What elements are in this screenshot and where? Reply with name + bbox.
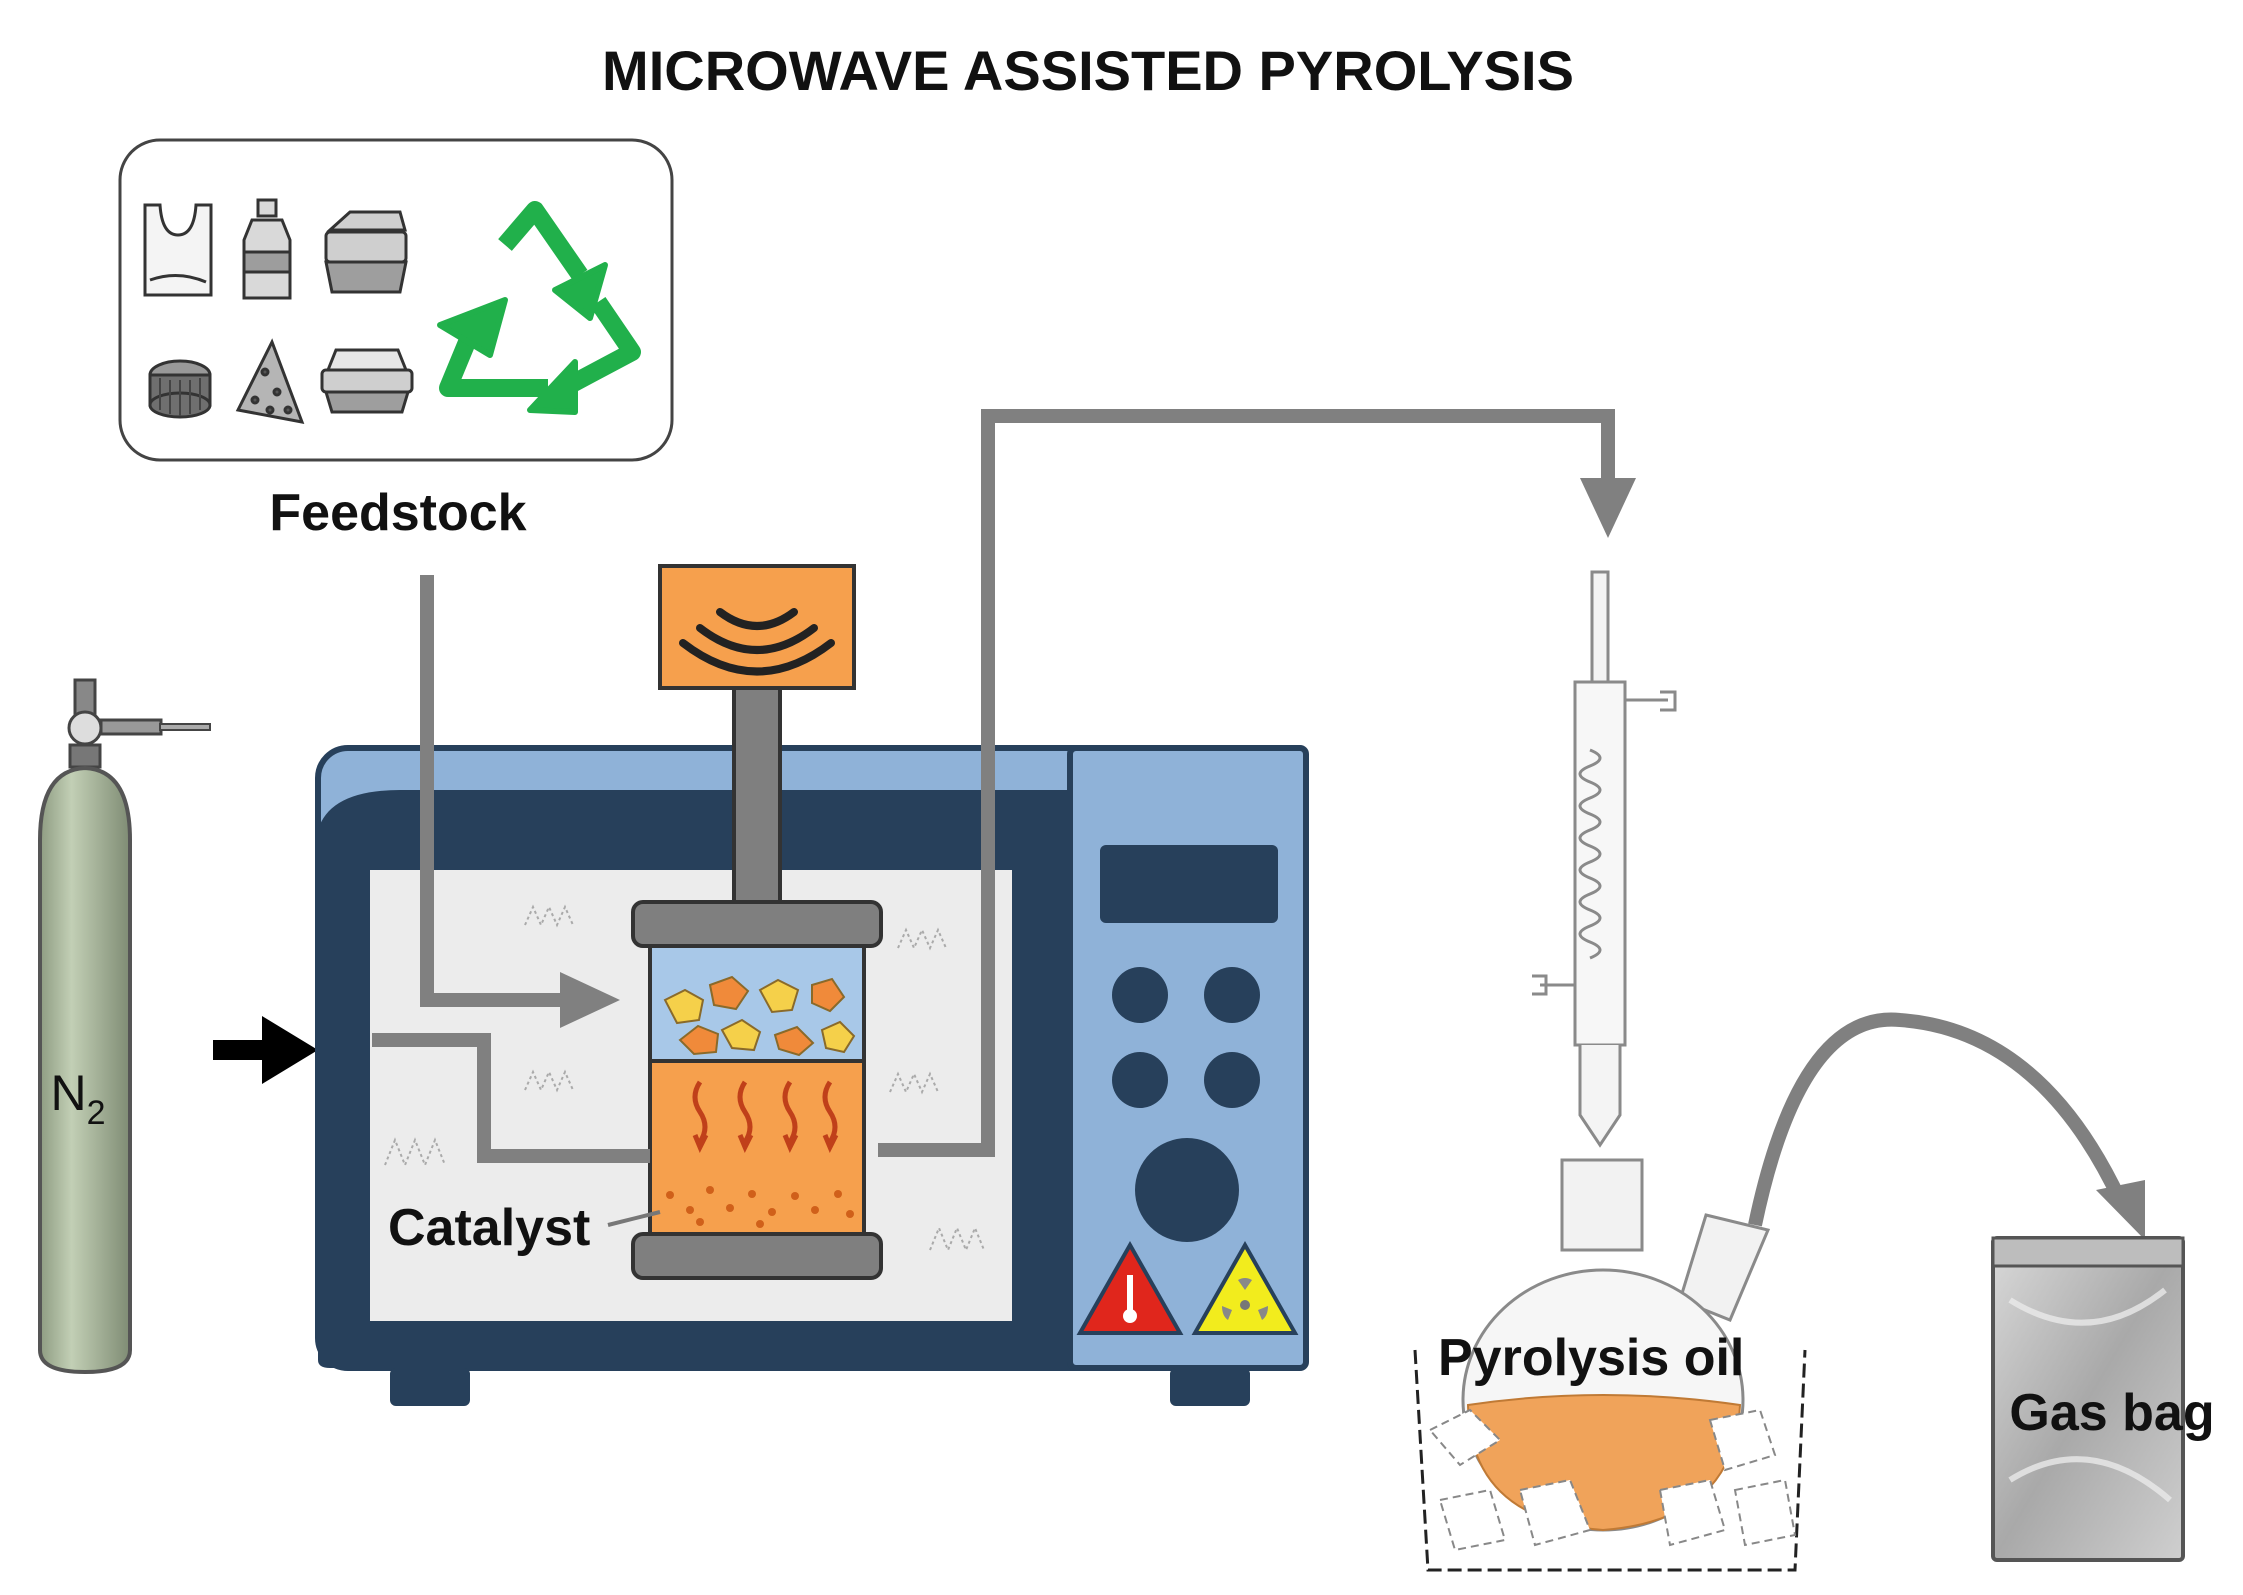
- reactor-vessel: [631, 900, 883, 1280]
- control-knob-1[interactable]: [1112, 967, 1168, 1023]
- feedstock-label: Feedstock: [269, 484, 526, 542]
- gas-bag-label: Gas bag: [2009, 1384, 2214, 1442]
- main-dial[interactable]: [1135, 1138, 1239, 1242]
- vapour-outlet-pipe: [878, 409, 1615, 1157]
- ice-bath: [1413, 1349, 1807, 1572]
- pyrolysis-oil-label: Pyrolysis oil: [1438, 1329, 1744, 1387]
- gas-bag: [1991, 1236, 2185, 1562]
- collection-flask: [1413, 1158, 1807, 1572]
- feedstock-particles: [663, 975, 856, 1057]
- pipes: [372, 409, 2145, 1240]
- feedstock-inlet-pipe: [420, 575, 560, 1007]
- vapour-outlet-arrowhead: [1580, 478, 1636, 538]
- catalyst-pointer: [607, 1210, 661, 1227]
- n2-label: N2: [50, 1065, 105, 1132]
- microwave-waves-icon: [679, 608, 835, 676]
- microwave-display: [1100, 845, 1278, 923]
- recycle-icon: [437, 201, 641, 415]
- diagram-title: MICROWAVE ASSISTED PYROLYSIS: [602, 39, 1574, 102]
- feedstock-box: [118, 138, 674, 462]
- catalyst-label: Catalyst: [388, 1199, 590, 1257]
- condenser: [1532, 570, 1677, 1148]
- gas-line: [1748, 1012, 2127, 1227]
- food-container-icon: [324, 210, 408, 294]
- feedstock-inlet-arrowhead: [560, 972, 620, 1028]
- radiation-warning-icon: [1191, 1240, 1299, 1335]
- bottle-icon: [242, 198, 292, 300]
- n2-subscript: 2: [87, 1094, 106, 1132]
- microwave-emitter: [658, 564, 856, 932]
- heat-arrows: [692, 1080, 839, 1154]
- microwave-wave-marks: [384, 904, 985, 1253]
- plastic-fragment-icon: [235, 338, 305, 424]
- gas-line-arrowhead: [2096, 1180, 2145, 1240]
- control-knob-3[interactable]: [1112, 1052, 1168, 1108]
- n2-gas-cylinder: [38, 678, 211, 1375]
- clamshell-box-icon: [320, 348, 414, 414]
- catalyst-dots: [666, 1186, 854, 1228]
- bottle-cap-icon: [148, 359, 212, 419]
- n2-inlet-arrow: [213, 1016, 318, 1084]
- high-temperature-warning-icon: [1076, 1240, 1184, 1335]
- n2-symbol: N: [50, 1065, 86, 1121]
- control-knob-4[interactable]: [1204, 1052, 1260, 1108]
- n2-pipe: [372, 1033, 650, 1163]
- plastic-bag-icon: [143, 203, 213, 297]
- ice-cubes: [1428, 1408, 1797, 1552]
- control-knob-2[interactable]: [1204, 967, 1260, 1023]
